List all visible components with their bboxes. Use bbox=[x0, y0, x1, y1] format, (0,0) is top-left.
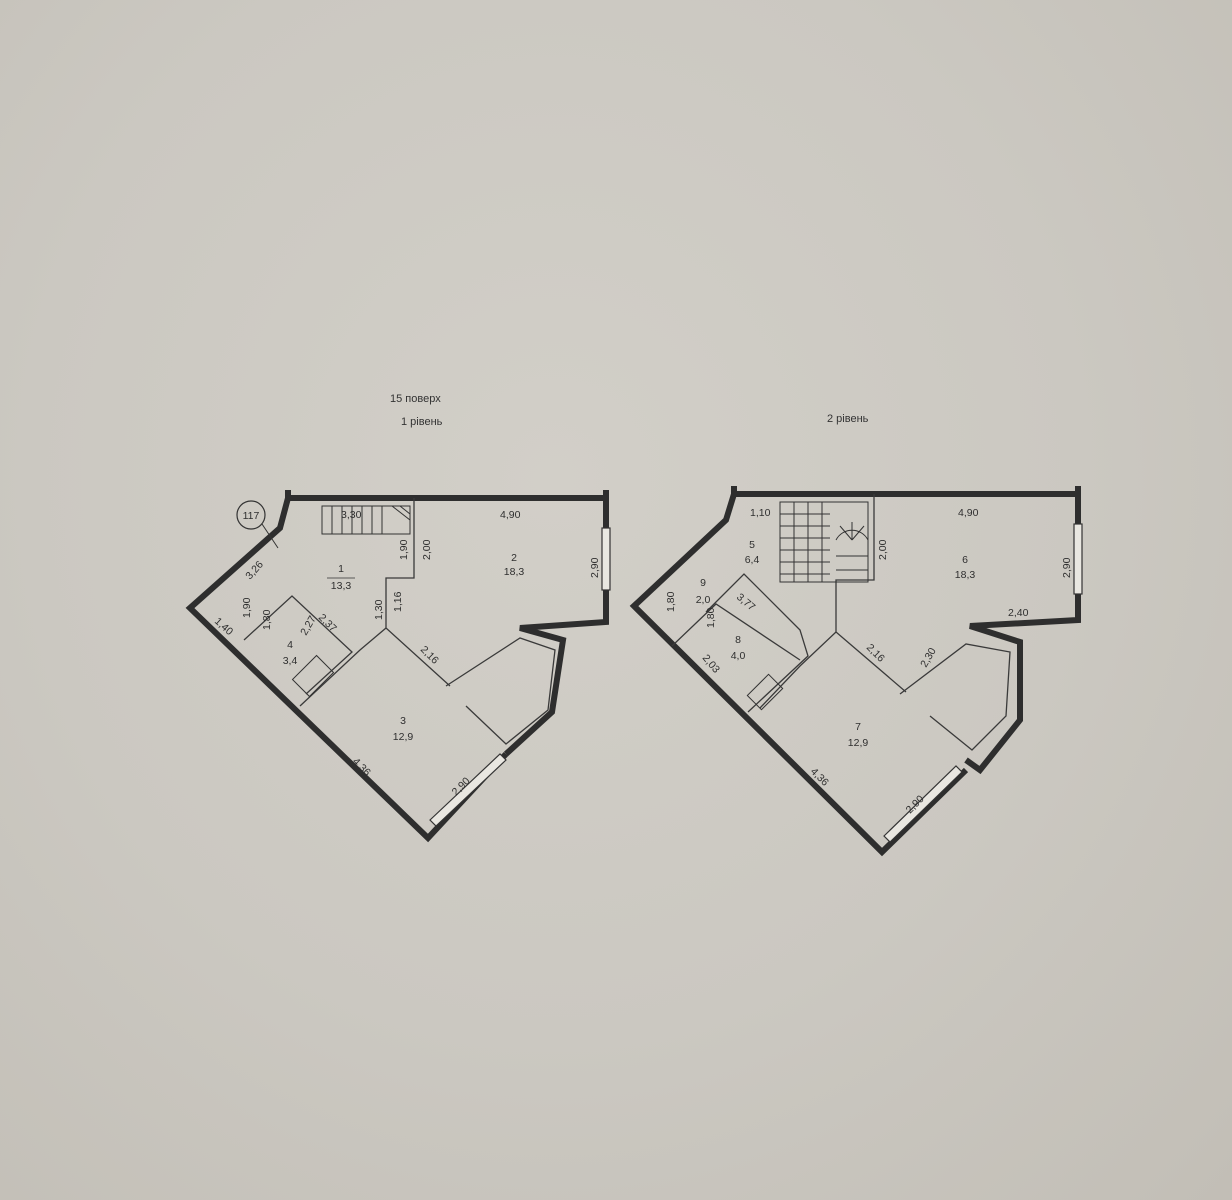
level1-title: 1 рівень bbox=[401, 416, 443, 428]
floor-title: 15 поверх bbox=[390, 393, 441, 405]
level2-window-room7 bbox=[883, 765, 963, 843]
dim-l2-partition: 2,00 bbox=[877, 539, 889, 560]
level1-outer-wall-right bbox=[503, 498, 609, 757]
level2-room8-wall bbox=[671, 603, 801, 661]
level1-outer-wall bbox=[285, 490, 609, 501]
level2-outer-wall-right bbox=[964, 494, 1081, 775]
dim-l2-niche: 2,30 bbox=[918, 646, 939, 670]
dim-l1-partition: 1,30 bbox=[373, 599, 385, 620]
level2-stair bbox=[779, 501, 869, 583]
level1-bath-fixture bbox=[291, 654, 335, 698]
dim-l1-bath-4: 2,27 bbox=[298, 614, 319, 638]
level2-title: 2 рівень bbox=[827, 413, 869, 425]
dim-l2-room6-width: 4,90 bbox=[958, 507, 979, 519]
level1-plan: 117 1 bbox=[185, 490, 611, 843]
dim-l1-stair-depth: 1,90 bbox=[398, 539, 410, 560]
level1-bath-wall bbox=[243, 595, 353, 695]
room-3-number: 3 bbox=[400, 715, 406, 727]
dim-l2-room6-height: 2,90 bbox=[1061, 557, 1073, 578]
level1-window-room3 bbox=[429, 753, 507, 827]
room-5-number: 5 bbox=[749, 539, 755, 551]
room-8-area: 4,0 bbox=[731, 650, 746, 662]
level2-inner-walls bbox=[835, 494, 907, 693]
level2-stair-room-wall bbox=[705, 573, 809, 713]
apartment-number: 117 bbox=[243, 510, 260, 522]
room-2-area: 18,3 bbox=[504, 566, 525, 578]
dim-l1-bath-2: 1,80 bbox=[261, 609, 273, 630]
room-3-area: 12,9 bbox=[393, 731, 414, 743]
room-8-number: 8 bbox=[735, 634, 741, 646]
room-9-number: 9 bbox=[700, 577, 706, 589]
dim-l1-room2-width: 4,90 bbox=[500, 509, 521, 521]
dim-l1-partition-2: 1,16 bbox=[392, 591, 404, 612]
level2-niche bbox=[899, 643, 1011, 751]
level1-wall-2-3 bbox=[299, 627, 387, 707]
level2-window-room6 bbox=[1073, 523, 1083, 595]
level2-outer-wall-left bbox=[629, 493, 969, 857]
level1-window-room2 bbox=[601, 527, 611, 591]
level1-niche bbox=[445, 637, 556, 745]
room-5-area: 6,4 bbox=[745, 554, 760, 566]
room-1-number: 1 bbox=[338, 563, 344, 575]
dim-l1-stair-width: 3,30 bbox=[341, 509, 362, 521]
dim-l1-room3-long: 4,36 bbox=[350, 756, 373, 779]
apartment-leader-line bbox=[261, 523, 279, 549]
dim-l1-room2-height: 2,90 bbox=[589, 557, 601, 578]
dim-l2-room7-wall: 2,16 bbox=[864, 642, 887, 665]
dim-l1-room1-diagonal: 3,26 bbox=[243, 559, 266, 582]
room-7-number: 7 bbox=[855, 721, 861, 733]
level2-wall-7 bbox=[759, 631, 837, 709]
level1-inner-walls bbox=[385, 498, 451, 687]
room-2-number: 2 bbox=[511, 552, 517, 564]
room-7-area: 12,9 bbox=[848, 737, 869, 749]
dim-l1-bath-1: 1,90 bbox=[241, 597, 253, 618]
room-6-area: 18,3 bbox=[955, 569, 976, 581]
apartment-number-circle bbox=[236, 500, 266, 530]
dim-l2-stair-room-width: 1,10 bbox=[750, 507, 771, 519]
dim-l1-room3-wall: 2,16 bbox=[418, 644, 441, 667]
dim-l1-wall-2: 2,00 bbox=[421, 539, 433, 560]
level2-plan: 5 6,4 6 18,3 7 12,9 8 4,0 9 2,0 1,10 4,9… bbox=[629, 486, 1083, 857]
room-1-area: 13,3 bbox=[331, 580, 352, 592]
level2-outer-wall-top bbox=[731, 486, 1081, 497]
room-6-number: 6 bbox=[962, 554, 968, 566]
level1-outer-wall-left bbox=[185, 497, 509, 843]
room-4-number: 4 bbox=[287, 639, 293, 651]
room-4-area: 3,4 bbox=[283, 655, 298, 667]
level2-bath-fixture bbox=[746, 673, 784, 711]
dim-l2-room8-wall: 3,77 bbox=[734, 591, 757, 613]
dim-l2-room8-side: 1,80 bbox=[705, 607, 717, 628]
level1-stair bbox=[321, 505, 411, 535]
dim-l2-room9-side: 1,80 bbox=[665, 591, 677, 612]
dim-l1-bath-3: 2,37 bbox=[316, 612, 339, 635]
room-9-area: 2,0 bbox=[696, 594, 711, 606]
dim-l2-room6-bottom: 2,40 bbox=[1008, 607, 1029, 619]
